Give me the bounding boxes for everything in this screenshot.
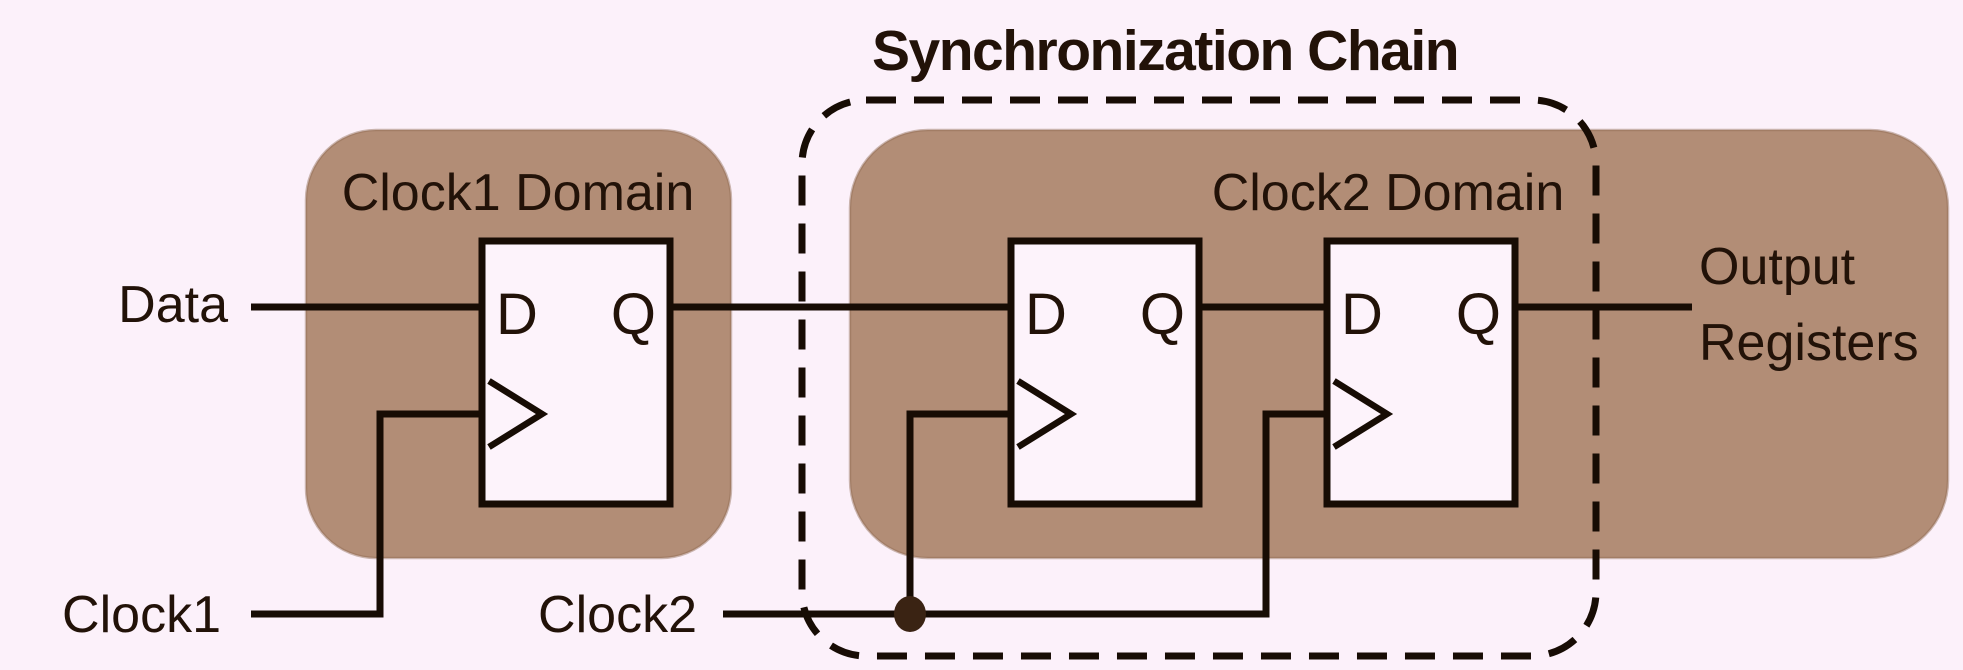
data-signal-label: Data — [118, 276, 228, 334]
flipflop-1-d-port: D — [496, 282, 538, 347]
flipflop-3-box — [1323, 237, 1519, 508]
flipflop-3-q-port: Q — [1456, 282, 1501, 347]
clock1-domain-label: Clock1 Domain — [342, 164, 695, 222]
flipflop-1-clock-triangle-icon — [487, 378, 549, 450]
flipflop-2-box — [1007, 237, 1203, 508]
flipflop-2: D Q — [1007, 237, 1203, 508]
clock2-junction-dot — [894, 596, 926, 632]
diagram-title: Synchronization Chain — [872, 19, 1458, 83]
output-label-line1: Output — [1699, 238, 1856, 296]
flipflop-2-d-port: D — [1025, 282, 1067, 347]
clock2-branch-wire — [906, 410, 1011, 614]
flipflop-3: D Q — [1323, 237, 1519, 508]
output-label-line2: Registers — [1699, 314, 1919, 372]
flipflop-3-d-port: D — [1341, 282, 1383, 347]
output-registers-label: Output Registers — [1699, 238, 1919, 372]
flipflop-3-clock-triangle-icon — [1332, 378, 1394, 450]
flipflop-2-clock-triangle-icon — [1016, 378, 1078, 450]
flipflop-2-q-port: Q — [1140, 282, 1185, 347]
flipflop-1-q-port: Q — [611, 282, 656, 347]
flipflop-1: D Q — [478, 237, 674, 508]
clock1-wire — [251, 410, 482, 618]
clock2-signal-label: Clock2 — [538, 586, 697, 644]
flipflop-1-box — [478, 237, 674, 508]
clock1-signal-label: Clock1 — [62, 586, 221, 644]
sync-chain-boundary — [798, 96, 1600, 660]
clock2-wire — [723, 410, 1327, 618]
clock2-domain-label: Clock2 Domain — [1212, 164, 1565, 222]
